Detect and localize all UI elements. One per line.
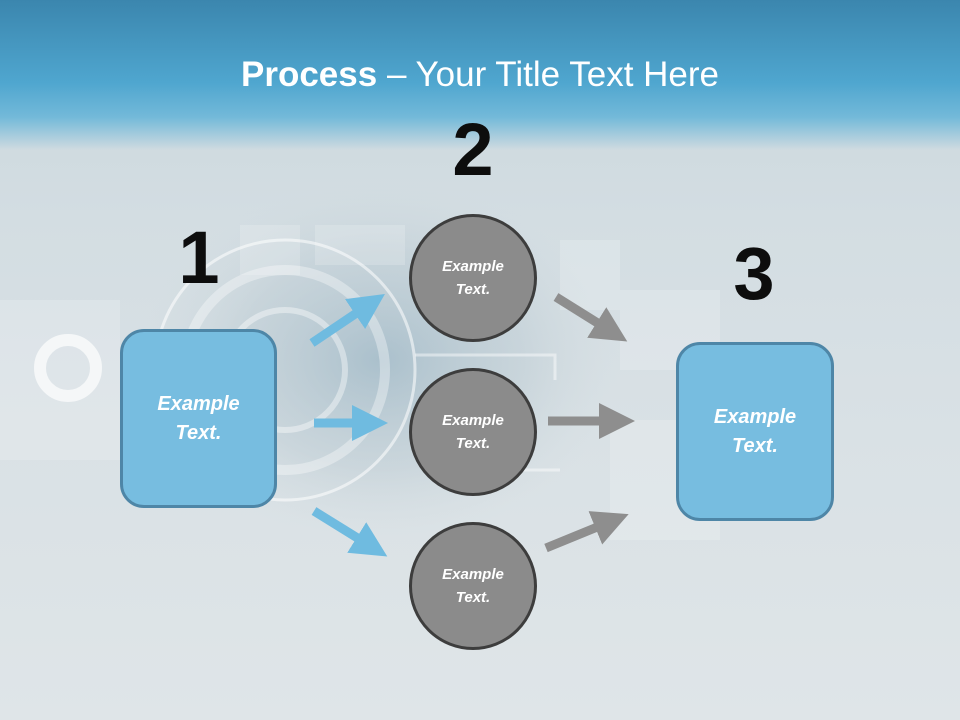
middle-circle-1: Example Text. [409,214,537,342]
middle-circle-3: Example Text. [409,522,537,650]
title-bold: Process [241,55,378,94]
step-number-1: 1 [178,216,220,299]
title-rest: – Your Title Text Here [377,55,719,94]
slide-title: Process – Your Title Text Here [0,54,960,96]
arrow-circle-1-to-end [553,293,628,342]
end-box: Example Text. [676,342,834,521]
step-number-3: 3 [733,232,775,315]
middle-circle-1-text: Example Text. [442,258,504,298]
header-band [0,0,960,150]
arrow-circle-3-to-end [544,511,629,553]
step-number-2: 2 [452,108,494,191]
middle-circle-2: Example Text. [409,368,537,496]
start-box: Example Text. [120,329,277,508]
middle-circle-2-text: Example Text. [442,412,504,452]
arrow-start-to-circle-1 [309,293,385,347]
middle-circle-3-text: Example Text. [442,566,504,606]
start-box-text: Example Text. [157,392,240,444]
arrow-start-to-circle-3 [311,507,388,557]
end-box-text: Example Text. [713,405,797,457]
